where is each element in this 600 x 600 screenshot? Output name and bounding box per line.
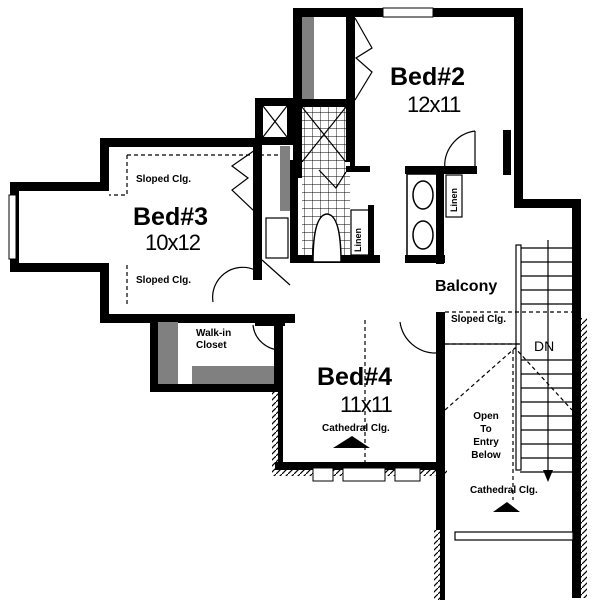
note-open: Open xyxy=(473,411,499,422)
door-swing-bed3 xyxy=(212,259,291,303)
tub-icon xyxy=(265,217,289,259)
note-sloped-ceiling: Sloped Clg. xyxy=(136,174,191,185)
note-closet: Closet xyxy=(196,340,227,351)
linen-label: Linen xyxy=(353,228,363,252)
note-walk-in: Walk-in xyxy=(196,328,232,339)
room-size-bed2: 12x11 xyxy=(407,92,461,117)
bed2-walls xyxy=(293,7,581,319)
bifold-door-bed2 xyxy=(354,17,373,101)
note-entry: Entry xyxy=(473,437,499,448)
room-size-bed3: 10x12 xyxy=(145,230,201,255)
room-size-bed4: 11x11 xyxy=(340,392,393,417)
stairs xyxy=(434,240,587,600)
bathroom xyxy=(290,106,380,263)
bed4-walls xyxy=(272,312,447,600)
vanity xyxy=(405,173,463,264)
stair-rail xyxy=(515,244,522,471)
room-label-bed3: Bed#3 xyxy=(133,203,209,231)
toilet-icon xyxy=(312,213,342,263)
sink-icon xyxy=(412,180,434,210)
linen-label: Linen xyxy=(449,188,459,212)
window xyxy=(8,194,17,260)
note-cathedral-ceiling: Cathedral Clg. xyxy=(322,423,390,434)
bifold-door-bed3 xyxy=(230,149,256,213)
chase-icon xyxy=(262,105,288,138)
cathedral-ceiling-icon xyxy=(493,502,520,512)
note-cathedral-ceiling: Cathedral Clg. xyxy=(470,485,538,496)
room-label-bed4: Bed#4 xyxy=(317,363,393,391)
sink-icon xyxy=(412,220,434,250)
cathedral-ceiling-icon xyxy=(333,436,370,448)
door-swing-bed2 xyxy=(444,130,476,172)
bed3-walls xyxy=(8,138,295,323)
room-label-bed2: Bed#2 xyxy=(390,63,466,91)
stairs-down-label: DN xyxy=(534,338,555,354)
note-below: Below xyxy=(471,450,501,461)
note-to: To xyxy=(480,424,492,435)
note-sloped-ceiling: Sloped Clg. xyxy=(451,314,506,325)
note-sloped-ceiling: Sloped Clg. xyxy=(136,275,191,286)
room-label-balcony: Balcony xyxy=(435,278,498,295)
